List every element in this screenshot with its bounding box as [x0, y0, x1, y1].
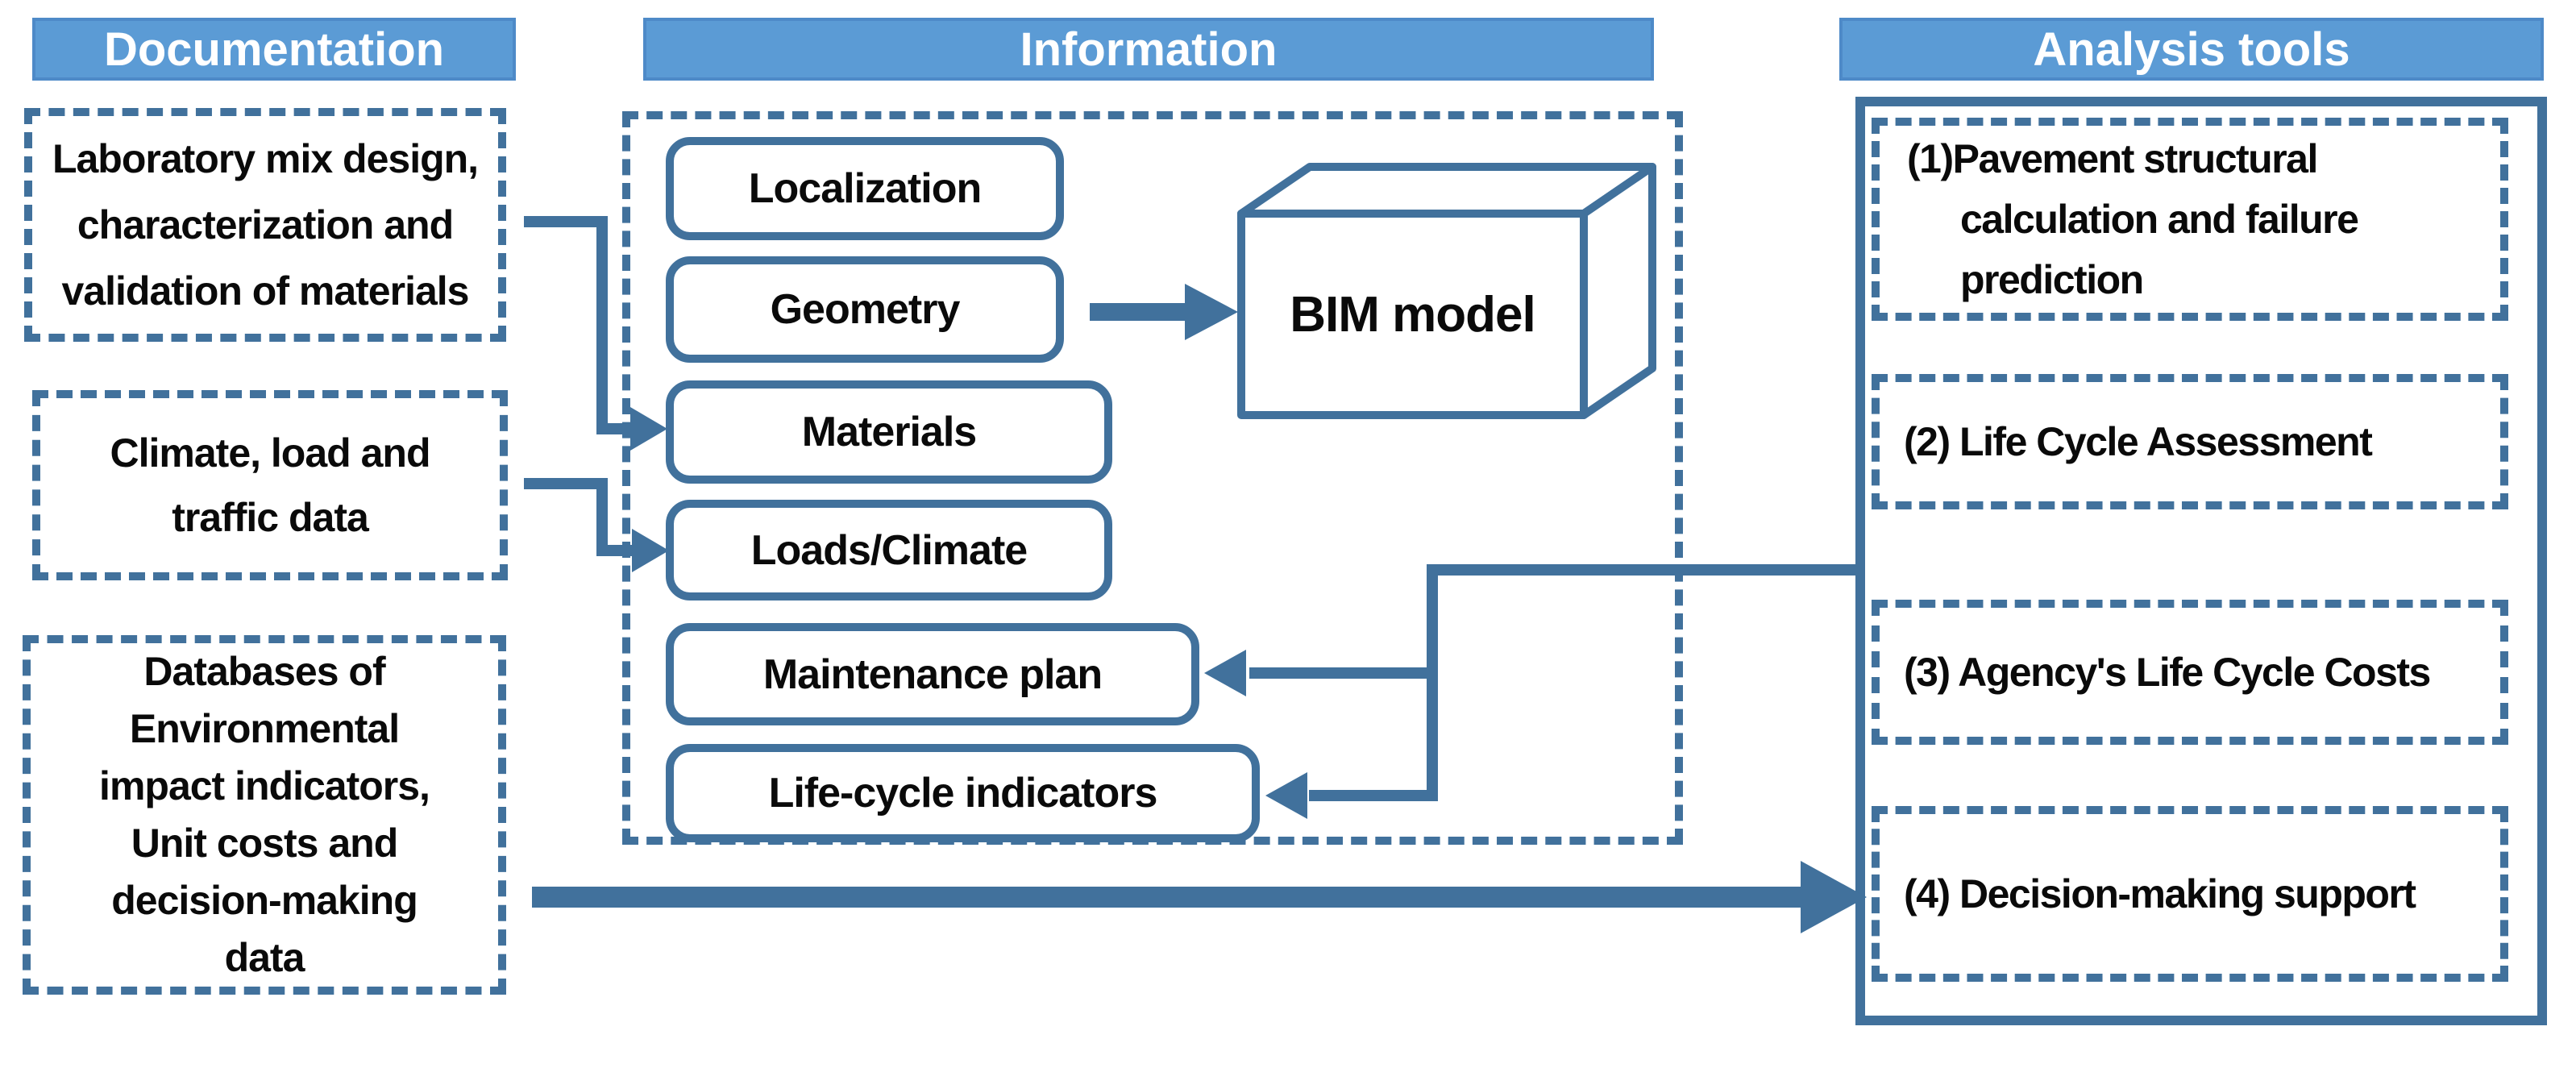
analysis-box-1-label: (1)Pavement structural calculation and f… [1907, 135, 2359, 302]
analysis-box-4-decision-making-support: (4) Decision-making support [1872, 806, 2508, 982]
info-box-maintenance-plan: Maintenance plan [666, 623, 1199, 725]
info-box-localization: Localization [666, 137, 1064, 240]
info-box-loads-climate-label: Loads/Climate [750, 526, 1028, 574]
doc-box-laboratory-mix-design: Laboratory mix design, characterization … [24, 108, 506, 342]
documentation-header-label: Documentation [103, 23, 445, 76]
analysis-box-1-pavement-structural: (1)Pavement structural calculation and f… [1872, 118, 2508, 321]
doc-box-databases: Databases of Environmental impact indica… [23, 635, 506, 995]
information-header-label: Information [1020, 23, 1278, 76]
analysis-tools-header-label: Analysis tools [2033, 23, 2350, 76]
doc-box-laboratory-mix-design-label: Laboratory mix design, characterization … [52, 136, 479, 314]
analysis-box-3-agency-life-cycle-costs: (3) Agency's Life Cycle Costs [1872, 600, 2508, 745]
doc-box-climate-load-traffic-label: Climate, load and traffic data [110, 430, 431, 540]
analysis-box-2-label: (2) Life Cycle Assessment [1904, 418, 2373, 464]
info-box-geometry: Geometry [666, 256, 1064, 363]
analysis-tools-header: Analysis tools [1839, 18, 2544, 81]
doc-box-databases-label: Databases of Environmental impact indica… [99, 649, 430, 980]
bim-model-label: BIM model [1290, 286, 1535, 343]
info-box-maintenance-plan-label: Maintenance plan [762, 650, 1103, 698]
info-box-life-cycle-indicators-label: Life-cycle indicators [768, 770, 1158, 817]
analysis-box-2-life-cycle-assessment: (2) Life Cycle Assessment [1872, 374, 2508, 509]
documentation-header: Documentation [32, 18, 516, 81]
information-header: Information [643, 18, 1654, 81]
analysis-tools-container [1855, 97, 2547, 1025]
info-box-materials: Materials [666, 380, 1112, 484]
analysis-box-4-label: (4) Decision-making support [1904, 871, 2416, 916]
analysis-box-3-label: (3) Agency's Life Cycle Costs [1904, 649, 2431, 695]
info-box-loads-climate: Loads/Climate [666, 500, 1112, 600]
arrow-databases-to-decision-support [532, 861, 1867, 933]
info-box-localization-label: Localization [748, 165, 982, 212]
info-box-geometry-label: Geometry [770, 286, 961, 333]
info-box-life-cycle-indicators: Life-cycle indicators [666, 744, 1260, 842]
doc-box-climate-load-traffic: Climate, load and traffic data [32, 390, 508, 580]
info-box-materials-label: Materials [801, 409, 977, 455]
